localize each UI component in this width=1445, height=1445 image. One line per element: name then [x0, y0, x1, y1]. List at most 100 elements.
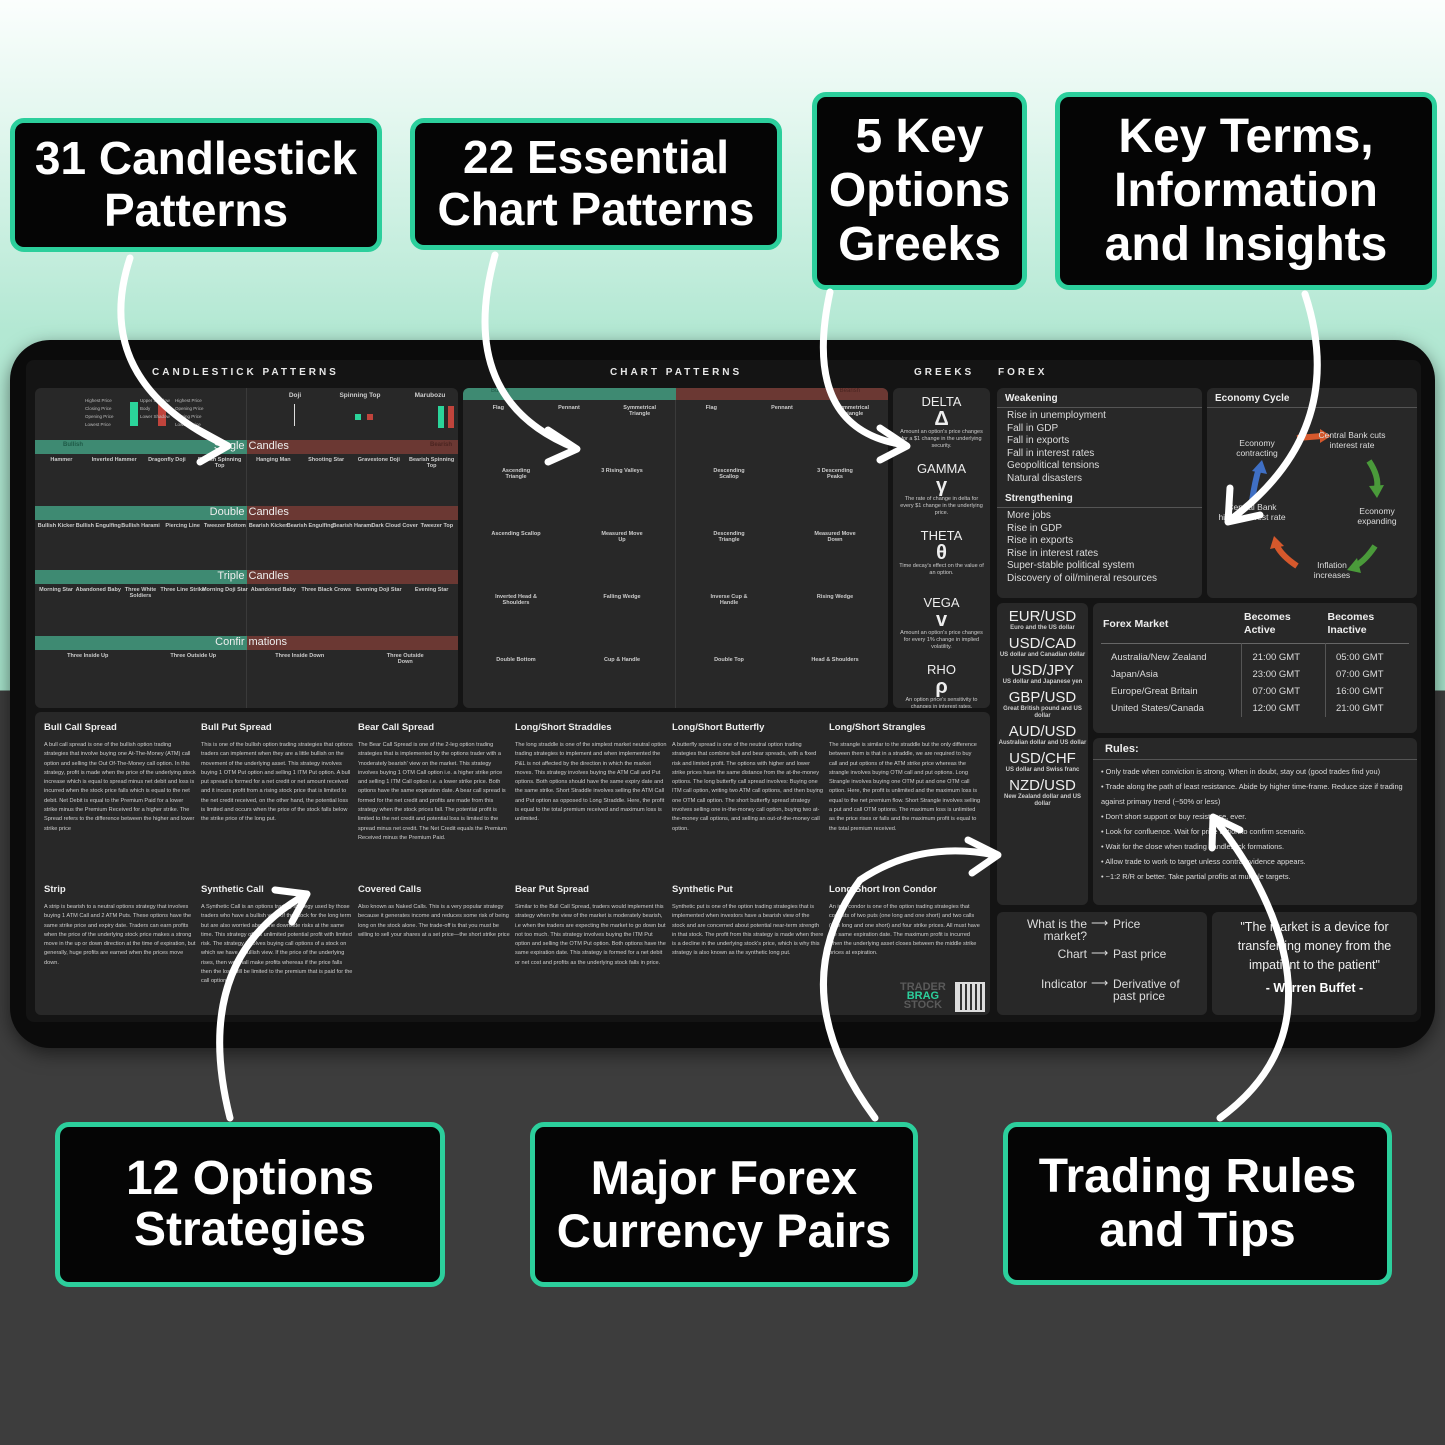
candle-pattern-name: Bullish Kicker — [37, 523, 75, 529]
economy-cycle-title: Economy Cycle — [1207, 388, 1417, 408]
candle-pattern-name: Three White Soldiers — [124, 587, 157, 600]
pair-description: US dollar and Japanese yen — [1002, 679, 1083, 685]
table-cell: 12:00 GMT — [1241, 700, 1326, 717]
table-cell: Japan/Asia — [1101, 666, 1243, 683]
strategy-description: The strangle is similar to the straddle … — [829, 742, 981, 832]
candle-pattern-name: Piercing Line — [165, 523, 200, 529]
candle-pattern-name: Dragonfly Doji — [148, 457, 186, 463]
candle-pattern-name: Abandoned Baby — [250, 587, 296, 593]
rule-item: • Allow trade to work to target unless c… — [1101, 857, 1306, 866]
callout-chart-patterns: 22 Essential Chart Patterns — [410, 118, 782, 250]
candle-pattern-name: Bearish Engulfing — [286, 523, 334, 529]
greek-name: GAMMA — [916, 461, 967, 476]
candle-pattern-name: Evening Doji Star — [356, 587, 402, 593]
table-cell: Europe/Great Britain — [1101, 683, 1243, 700]
callout-key-terms: Key Terms, Information and Insights — [1055, 92, 1437, 290]
strengthening-item: Rise in GDP — [1007, 522, 1063, 534]
candle-pattern-name: Dark Cloud Cover — [371, 523, 418, 529]
rule-item: • Trade along the path of least resistan… — [1101, 782, 1403, 806]
bullish-label: Bullish — [463, 388, 676, 400]
candle-pattern-name: Inverted Hammer — [91, 457, 137, 463]
spinning-top-icon — [367, 414, 373, 420]
spinning-top-icon — [355, 414, 361, 420]
basic-candle-label: Doji — [288, 392, 302, 399]
callout-candlestick-patterns: 31 Candlestick Patterns — [10, 118, 382, 252]
candle-pattern-name: Evening Star — [414, 587, 449, 593]
chart-pattern-name: Measured Move Down — [814, 531, 856, 544]
pair-description: New Zealand dollar and US dollar — [1003, 794, 1081, 807]
strategy-description: A Synthetic Call is an options trading s… — [201, 904, 353, 985]
qr-code-icon — [955, 982, 985, 1012]
column-header: Becomes Inactive — [1327, 611, 1375, 636]
section-title-chart: CHART PATTERNS — [610, 367, 743, 378]
quote-author: - Warren Buffet - — [1265, 981, 1364, 995]
candle-pattern-name: Tweezer Top — [420, 523, 454, 529]
cycle-stage-label: Economy expanding — [1357, 506, 1397, 526]
rule-item: • Don't short support or buy resistance,… — [1101, 812, 1247, 821]
candle-pattern-name: Bullish Engulfing — [75, 523, 121, 529]
pair-description: Australian dollar and US dollar — [998, 740, 1087, 746]
chart-pattern-name: Pennant — [771, 405, 793, 411]
table-cell: 16:00 GMT — [1335, 686, 1384, 697]
pair-code: USD/CHF — [1009, 750, 1076, 767]
arrow-right-icon: ⟶ — [1091, 916, 1109, 930]
strengthening-title: Strengthening — [997, 488, 1202, 508]
anatomy-label: Closing Price — [175, 414, 202, 419]
chart-pattern-name: Inverse Cup & Handle — [710, 594, 748, 607]
anatomy-label: Lowest Price — [175, 422, 201, 427]
candle-pattern-name: Shooting Star — [308, 457, 345, 463]
pair-description: US dollar and Swiss franc — [1005, 767, 1080, 773]
section-title-forex: FOREX — [998, 367, 1048, 378]
greek-symbol-icon: ρ — [935, 676, 948, 698]
strategy-title: Long/Short Butterfly — [672, 722, 765, 733]
candle-pattern-name: Three Outside Down — [386, 653, 424, 666]
pair-description: US dollar and Canadian dollar — [999, 652, 1086, 658]
pair-code: GBP/USD — [1008, 689, 1077, 706]
basic-candle-label: Spinning Top — [339, 392, 381, 399]
strategy-title: Synthetic Put — [672, 884, 733, 895]
key-term: Indicator — [1040, 977, 1087, 991]
key-term-definition: Price — [1113, 917, 1141, 931]
pair-code: EUR/USD — [1008, 608, 1077, 625]
column-header: Becomes Active — [1243, 611, 1291, 636]
strategy-description: The Bear Call Spread is one of the 2-leg… — [358, 742, 507, 841]
chart-pattern-name: Cup & Handle — [603, 657, 641, 663]
band-title-left: Triple — [35, 570, 247, 584]
greek-symbol-icon: v — [935, 609, 948, 631]
chart-pattern-name: Symmetrical Triangle — [836, 405, 870, 418]
candle-pattern-name: Bearish Kicker — [248, 523, 288, 529]
callout-options-greeks: 5 Key Options Greeks — [812, 92, 1027, 290]
greek-symbol-icon: θ — [936, 542, 947, 564]
strengthening-item: Rise in interest rates — [1007, 547, 1099, 559]
strategy-description: Similar to the Bull Call Spread, traders… — [515, 904, 666, 966]
greek-symbol-icon: Δ — [934, 408, 949, 430]
chart-pattern-name: Pennant — [558, 405, 580, 411]
chart-pattern-name: Ascending Scallop — [491, 531, 541, 537]
greek-name: RHO — [927, 662, 956, 677]
candle-pattern-name: Gravestone Doji — [357, 457, 400, 463]
candle-pattern-name: Abandoned Baby — [75, 587, 121, 593]
greek-description: The rate of change in delta for every $1… — [900, 496, 983, 516]
weakening-title: Weakening — [997, 388, 1202, 408]
